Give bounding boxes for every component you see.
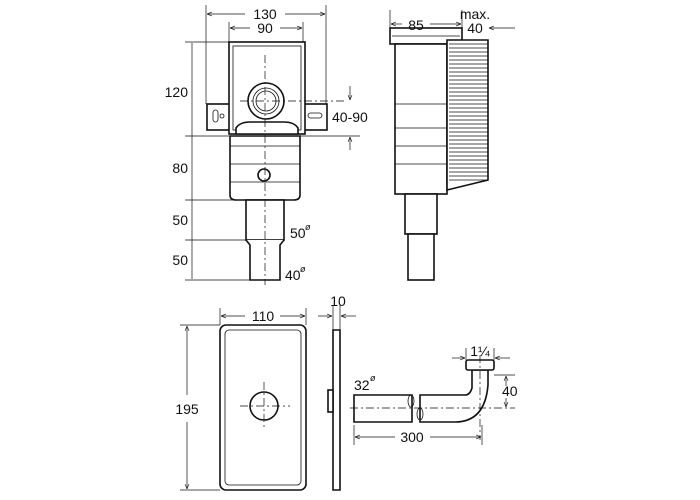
- dim-40-rise: 40: [502, 383, 518, 399]
- diameter-symbol: ø: [370, 373, 376, 383]
- dim-10: 10: [330, 293, 346, 309]
- dim-50-lower: 50: [172, 252, 188, 268]
- dim-80: 80: [172, 160, 188, 176]
- dim-300: 300: [400, 429, 424, 445]
- drain-pipe: 300 32 ø 1¼ 40: [350, 343, 518, 445]
- dim-130: 130: [253, 6, 277, 22]
- right-bracket: [302, 103, 328, 131]
- side-body: [394, 43, 448, 195]
- dim-50-upper: 50: [172, 212, 188, 228]
- side-view: 85 max. 40: [389, 6, 515, 281]
- diameter-32: 32: [354, 377, 370, 393]
- pipe-elbow: [419, 369, 489, 423]
- ribbed-extension: [446, 39, 489, 192]
- diameter-40: 40: [285, 267, 301, 283]
- dim-110: 110: [252, 308, 275, 324]
- diameter-symbol: ø: [300, 264, 306, 274]
- dim-max-label: max.: [460, 6, 490, 22]
- cover-plate: 110 195 10: [175, 293, 356, 491]
- plate-side: [332, 329, 341, 491]
- dim-1-1-4: 1¼: [470, 343, 490, 359]
- diameter-50: 50: [290, 225, 306, 241]
- dim-120: 120: [165, 84, 189, 100]
- left-bracket: [206, 103, 232, 131]
- dim-85: 85: [408, 17, 424, 33]
- dim-40-90: 40-90: [332, 109, 368, 125]
- front-view: 130 90 120 80 50 50 40-90 50 ø 40 ø: [165, 5, 368, 285]
- dim-max-40: 40: [467, 20, 483, 36]
- dim-90: 90: [257, 20, 273, 36]
- dim-195: 195: [175, 401, 199, 417]
- diameter-symbol: ø: [305, 222, 311, 232]
